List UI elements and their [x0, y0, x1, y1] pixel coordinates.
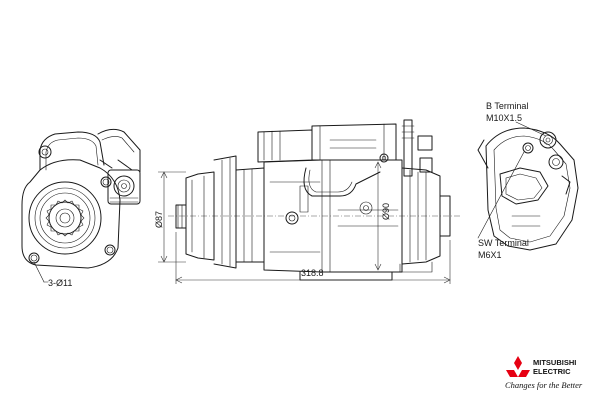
- overall-length-dimension: [175, 232, 451, 284]
- brand-name-line2: ELECTRIC: [533, 367, 571, 376]
- body-diameter-label: Ø90: [381, 203, 391, 220]
- overall-length-label: 318.8: [301, 268, 324, 278]
- sw-terminal-title: SW Terminal: [478, 238, 529, 248]
- brand-slogan: Changes for the Better: [505, 380, 583, 390]
- side-view: [168, 119, 462, 281]
- sw-terminal-spec: M6X1: [478, 250, 502, 260]
- b-terminal-spec: M10X1.5: [486, 113, 522, 123]
- b-terminal-title: B Terminal: [486, 101, 528, 111]
- front-view: [21, 128, 141, 283]
- brand-name-line1: MITSUBISHI: [533, 358, 576, 367]
- mitsubishi-logo-icon: [506, 356, 530, 377]
- mounting-holes-label: 3-Ø11: [48, 278, 72, 288]
- rear-view: [477, 127, 579, 251]
- flange-diameter-dimension: [158, 171, 186, 263]
- flange-diameter-label: Ø87: [154, 211, 164, 228]
- b-terminal-stud: [539, 131, 557, 149]
- sw-terminal-stud: [522, 142, 534, 154]
- pinion-gear: [45, 199, 85, 237]
